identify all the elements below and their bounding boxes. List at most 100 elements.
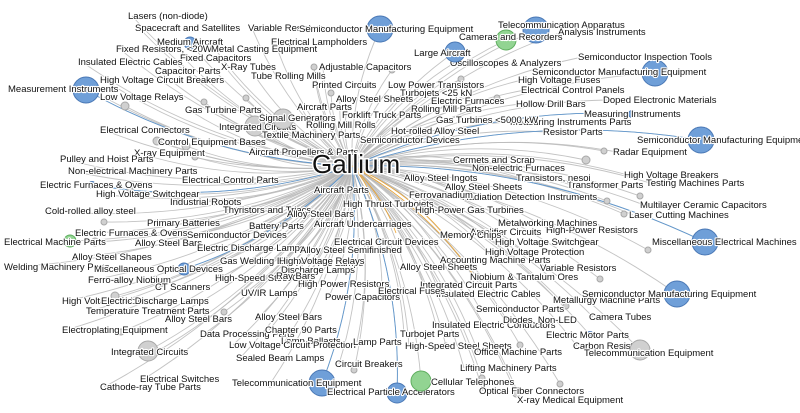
network-node-circle <box>691 228 719 256</box>
network-edge-highlight <box>183 165 353 270</box>
network-node: Accounting Machine Parts <box>439 254 552 267</box>
network-node-dot <box>388 66 396 74</box>
network-node: Transformer Parts <box>566 179 645 192</box>
network-node: Insulated Electric Cables <box>77 56 184 69</box>
network-node-label: Tube Rolling Mills <box>251 71 326 82</box>
network-edge <box>351 165 578 347</box>
network-edge-highlight <box>351 165 450 241</box>
network-edge <box>351 103 521 167</box>
network-edge-highlight <box>351 165 373 201</box>
network-edge <box>351 165 503 224</box>
network-node: Doped Electronic Materials <box>602 94 718 107</box>
network-node: Control Equipment Bases <box>157 136 267 149</box>
network-node: Electrical Fuses <box>377 285 446 298</box>
network-node: Thyristors and Triacs <box>222 204 313 217</box>
network-edge <box>330 92 353 167</box>
network-edge <box>279 165 353 277</box>
network-node-label: Ferrovanadium <box>409 190 473 201</box>
network-edge-highlight <box>351 165 398 394</box>
network-node-label: Welding Machinery Parts <box>4 262 110 273</box>
network-node-label: Multilayer Ceramic Capacitors <box>640 200 767 211</box>
network-edge <box>129 165 353 195</box>
network-node-label: Electric Motor Parts <box>546 330 629 341</box>
network-node-label: Electrical Machine Parts <box>4 237 106 248</box>
network-node-label: Sealed Beam Lamps <box>236 353 324 364</box>
network-edge <box>351 165 447 347</box>
network-node-label: Electrical Control Parts <box>182 175 279 186</box>
network-node: High Power Resistors <box>297 278 391 291</box>
network-edge <box>351 92 405 167</box>
network-node-dot <box>636 192 644 200</box>
network-node: CT Scanners <box>154 281 212 294</box>
network-node-label: Non-electrical Machinery Parts <box>68 166 198 177</box>
network-edge <box>351 69 393 167</box>
network-node-dot <box>512 390 520 398</box>
network-node-label: Electrical Particle Accelerators <box>327 387 455 398</box>
network-node-label: Semiconductor Manufacturing Equipment <box>532 67 707 78</box>
network-node-dot <box>174 196 182 204</box>
network-node-dot <box>493 94 501 102</box>
network-node-label: Metal Casting Equipment <box>211 44 317 55</box>
network-node: Transistors, nesoi <box>515 172 592 185</box>
network-node-circle <box>366 15 394 43</box>
network-node-label: Low Power Transistors <box>388 80 484 91</box>
network-edge-highlight <box>321 165 355 384</box>
network-node: Telecommunication Apparatus <box>497 16 626 44</box>
network-node: Lamp Parts <box>352 336 403 349</box>
network-node-circle <box>183 36 197 50</box>
network-edge <box>265 134 353 167</box>
network-node-label: Semiconductor Parts <box>476 304 564 315</box>
network-edge <box>351 165 508 321</box>
network-edge <box>351 108 416 167</box>
network-node: Turbojets <25 kN <box>399 87 474 100</box>
network-node: High Voltage Cables <box>61 295 150 308</box>
network-node: Non-electric Furnaces <box>471 162 566 175</box>
network-node-label: High-Power Gas Turbines <box>415 205 524 216</box>
network-edge-highlight <box>91 165 353 193</box>
network-edge <box>351 78 462 167</box>
network-node-dot <box>152 136 162 146</box>
network-edge <box>351 164 625 215</box>
network-edge <box>351 99 608 167</box>
network-edge <box>351 148 587 167</box>
network-node: Cermets and Scrap <box>452 154 536 167</box>
network-node-dot <box>120 101 130 111</box>
network-node: High Thrust Turbojets <box>342 198 435 211</box>
network-node-circle <box>308 369 336 397</box>
network-node-label: Diodes, Non-LED <box>503 315 577 326</box>
network-node-label: Cermets and Scrap <box>453 155 535 166</box>
edge-layer <box>7 15 706 401</box>
network-node: Electrical Machine Parts <box>3 234 107 249</box>
network-edge <box>103 165 353 223</box>
network-node-label: Chapter 90 Parts <box>265 325 337 336</box>
network-node: Miscellaneous Electrical Machines <box>651 228 798 256</box>
network-node-label: Cellular Telephones <box>431 377 515 388</box>
network-edge <box>351 165 483 379</box>
network-node-label: Printed Circuits <box>312 80 377 91</box>
network-node: Metalworking Machines <box>497 217 599 230</box>
network-node-dot <box>516 341 524 349</box>
network-edge <box>351 160 641 197</box>
network-node: Aircraft Undercarriages <box>313 218 413 231</box>
network-node-label: Gas Turbines <5000 kW <box>436 115 538 126</box>
network-node-label: Transistors, nesoi <box>516 173 591 184</box>
network-edge <box>351 165 551 231</box>
network-edge <box>328 165 353 298</box>
network-node-label: Laser Cutting Machines <box>629 210 729 221</box>
network-node: Industrial Robots <box>169 196 243 209</box>
network-node-dot <box>126 186 134 194</box>
network-node-dot <box>117 328 125 336</box>
network-node-label: Camera Tubes <box>589 312 652 323</box>
network-node-label: High Voltage Fuses <box>518 75 601 86</box>
network-node-dot <box>110 291 120 301</box>
network-node: Temperature Treatment Parts <box>85 305 211 318</box>
network-node: Sealed Beam Lamps <box>235 352 326 365</box>
network-node: Medium Aircraft <box>156 36 224 50</box>
network-edge <box>269 165 353 385</box>
network-node: Integrated Circuit Parts <box>419 279 519 292</box>
network-node: Aircraft Propellers & Parts <box>248 146 360 159</box>
network-node-circle <box>272 108 294 130</box>
network-node: Electrical Connectors <box>99 124 191 137</box>
network-node: Gas Turbines <5000 kW <box>435 114 539 127</box>
network-node: Non-electrical Machinery Parts <box>67 165 199 178</box>
